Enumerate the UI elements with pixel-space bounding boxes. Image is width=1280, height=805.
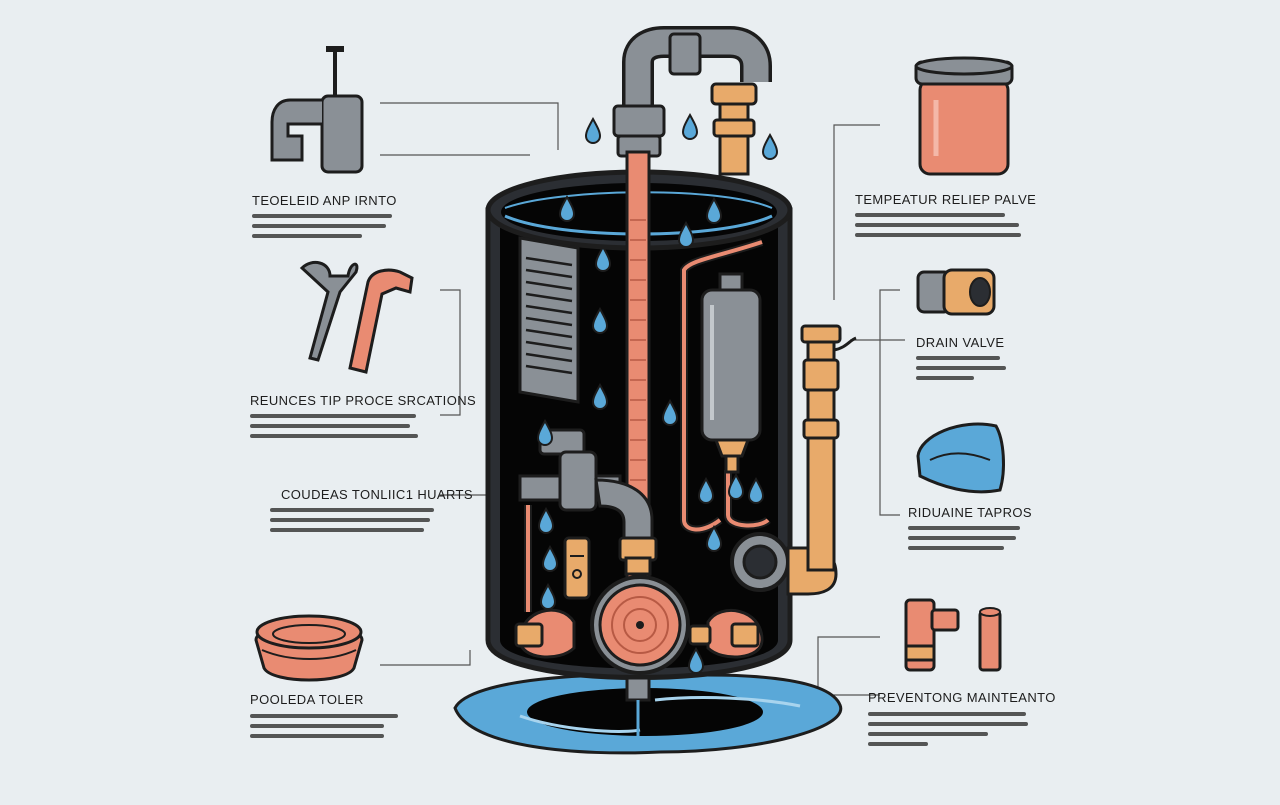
label-mid-left: REUNCES TIP PROCE SRCATIONS xyxy=(250,393,477,408)
pipe-wrench-icon xyxy=(270,46,364,174)
label-top-left: TEOELEID ANP IRNTO xyxy=(252,193,397,208)
blurb-lower-right xyxy=(908,526,1020,556)
label-lower-left: COUDEAS TONLIIC1 HUARTS xyxy=(281,487,473,502)
label-bottom-right: PREVENTONG MAINTEANTO xyxy=(868,690,1056,705)
drain-fitting-icon xyxy=(916,268,996,316)
heating-coil-tube xyxy=(524,238,771,612)
leader-lower-right-bracket xyxy=(879,289,900,516)
blurb-mid-right xyxy=(916,356,1006,386)
relief-valve-pipe xyxy=(800,324,857,572)
leader-top-right xyxy=(833,124,880,300)
leader-bottom-left xyxy=(380,650,471,666)
leader-top-left xyxy=(380,102,559,150)
cloth-pad-icon xyxy=(916,422,1005,494)
label-bottom-left: POOLEDA TOLER xyxy=(250,692,364,707)
thermostat-element xyxy=(563,536,591,600)
blurb-mid-left xyxy=(250,414,418,444)
maintenance-fittings-icon xyxy=(904,598,1002,672)
blurb-top-right xyxy=(855,213,1021,243)
blurb-top-left xyxy=(252,214,392,244)
leader-bottom-right xyxy=(817,636,880,696)
burner-element xyxy=(590,575,690,675)
blurb-bottom-left xyxy=(250,714,400,744)
blurb-bottom-right xyxy=(868,712,1028,752)
plunger-cap-icon xyxy=(254,614,364,682)
relief-valve-canister-icon xyxy=(914,56,1014,176)
blurb-lower-left xyxy=(270,508,436,538)
hot-outlet-pipe xyxy=(710,82,758,176)
leader-lines xyxy=(380,102,905,696)
vent-panel xyxy=(518,236,580,404)
label-lower-right: RIDUAINE TAPROS xyxy=(908,505,1032,520)
label-mid-right: DRAIN VALVE xyxy=(916,335,1005,350)
wrench-tools-icon xyxy=(299,260,414,374)
water-puddle xyxy=(453,673,843,755)
label-top-right: TEMPEATUR RELIEP PALVE xyxy=(855,192,1037,207)
leader-mid-left xyxy=(440,289,461,416)
anode-rod-cylinder xyxy=(700,272,762,474)
side-nozzles xyxy=(514,608,764,659)
